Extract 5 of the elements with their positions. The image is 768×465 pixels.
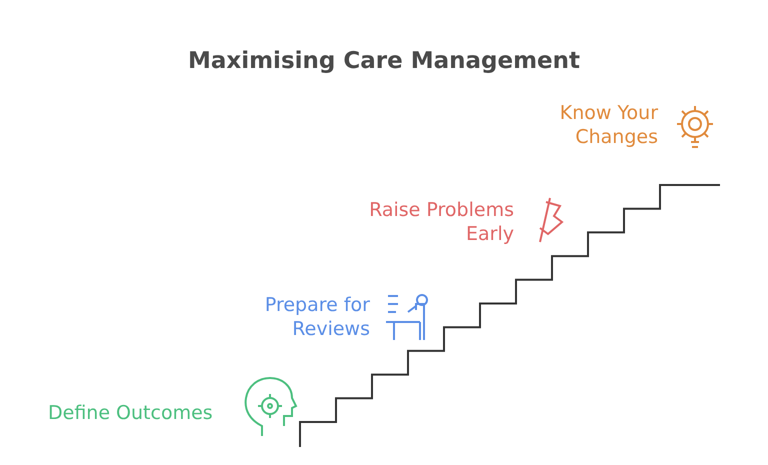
step-label: Define Outcomes: [48, 401, 214, 425]
diagram-title: Maximising Care Management: [186, 48, 582, 74]
step-label: Prepare for Reviews: [264, 293, 370, 341]
step-label: Raise Problems Early: [368, 198, 514, 246]
step-label: Know Your Changes: [558, 101, 658, 149]
